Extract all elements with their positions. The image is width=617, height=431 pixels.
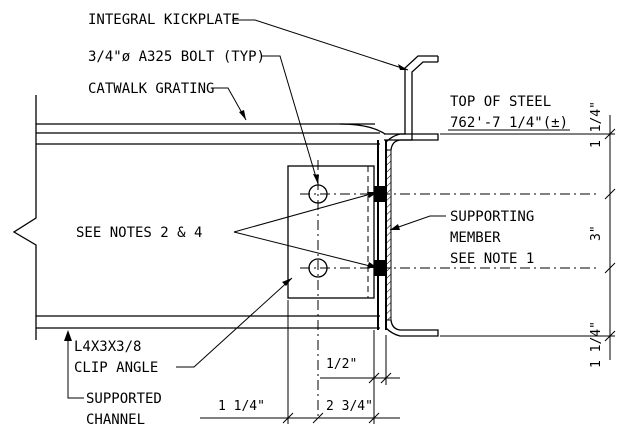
label-bolt: 3/4"ø A325 BOLT (TYP)	[88, 49, 265, 65]
label-supporting-2: MEMBER	[450, 230, 501, 246]
dim-left-edge: 1 1/4"	[218, 399, 265, 414]
leader-lines	[64, 19, 446, 399]
label-channel-1: SUPPORTED	[86, 391, 162, 407]
label-clip-1: L4X3X3/8	[74, 339, 141, 355]
clip-angle	[287, 165, 375, 299]
dim-angle-leg: 2 3/4"	[326, 399, 373, 414]
label-top-of-steel: TOP OF STEEL	[450, 94, 551, 110]
dimension-lines	[200, 115, 616, 424]
center-lines	[300, 160, 600, 420]
label-clip-2: CLIP ANGLE	[74, 360, 158, 376]
dim-top-edge: 1 1/4"	[589, 101, 604, 148]
integral-kickplate	[384, 55, 439, 141]
label-top-of-steel-elevation: 762'-7 1/4"(±)	[450, 115, 568, 131]
dim-bottom-edge: 1 1/4"	[589, 321, 604, 368]
dim-bolt-spacing: 3"	[589, 225, 604, 241]
catwalk-grating	[339, 123, 386, 135]
label-channel-2: CHANNEL	[86, 412, 145, 428]
label-see-notes: SEE NOTES 2 & 4	[76, 225, 202, 241]
label-supporting-3: SEE NOTE 1	[450, 251, 534, 267]
supporting-member	[377, 133, 439, 337]
supported-channel	[12, 95, 380, 340]
dim-gap: 1/2"	[326, 357, 357, 372]
label-grating: CATWALK GRATING	[88, 81, 214, 97]
label-kickplate: INTEGRAL KICKPLATE	[88, 12, 240, 28]
label-supporting-1: SUPPORTING	[450, 209, 534, 225]
